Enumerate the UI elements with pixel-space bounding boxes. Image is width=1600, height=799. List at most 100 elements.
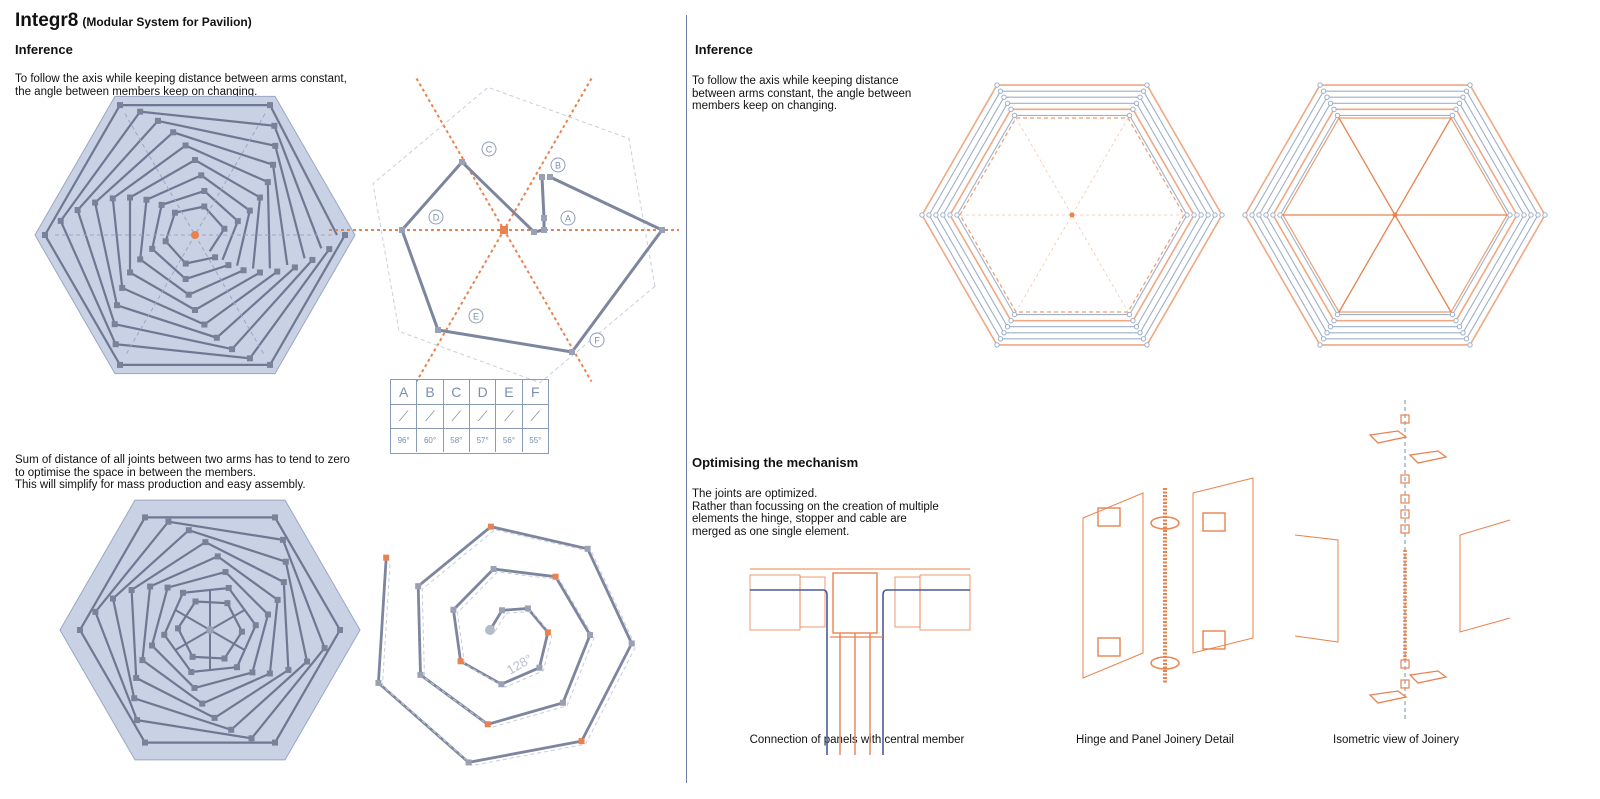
joint-node bbox=[179, 589, 186, 596]
joint-node bbox=[465, 759, 472, 766]
joint-node bbox=[417, 671, 424, 678]
joint-node bbox=[304, 658, 311, 665]
joinery-part bbox=[1400, 659, 1410, 669]
joint-node bbox=[272, 514, 278, 521]
joint-label: F bbox=[594, 336, 600, 346]
joint-node bbox=[246, 207, 253, 214]
joint-label-circle bbox=[481, 141, 497, 157]
ring-node bbox=[1324, 330, 1330, 336]
joint-angle-table: A B C D E F ⟋ ⟋ ⟋ ⟋ ⟋ ⟋ 96° 60° 58° 57° … bbox=[390, 379, 549, 454]
joint-node bbox=[201, 203, 208, 210]
joinery-part bbox=[1400, 524, 1410, 534]
joint-node bbox=[659, 227, 665, 233]
joint-node bbox=[415, 583, 422, 590]
ring-node bbox=[1263, 212, 1269, 218]
table-angle: 60° bbox=[417, 428, 444, 453]
joint-node bbox=[170, 129, 177, 136]
joint-node bbox=[109, 195, 116, 202]
caption-connection: Connection of panels with central member bbox=[749, 734, 965, 746]
ring-node bbox=[1205, 212, 1211, 218]
ring-node bbox=[1542, 212, 1548, 218]
joint-node bbox=[498, 681, 505, 688]
ring-node bbox=[1001, 94, 1007, 100]
joint-node bbox=[383, 554, 390, 561]
table-angle: 58° bbox=[443, 428, 470, 453]
joint-label: A bbox=[565, 214, 571, 224]
page-title: Integr8(Modular System for Pavilion) bbox=[15, 10, 252, 31]
isometric-joinery-drawing bbox=[1294, 400, 1511, 720]
ring-node bbox=[997, 88, 1004, 94]
ring-node bbox=[933, 212, 939, 218]
joinery-part bbox=[1400, 494, 1410, 504]
joint-node bbox=[127, 194, 134, 201]
joint-node bbox=[189, 653, 196, 660]
joint-node bbox=[142, 514, 148, 521]
joint-node bbox=[225, 262, 232, 269]
ring-node bbox=[1130, 106, 1136, 113]
joint-node bbox=[147, 583, 154, 590]
joint-node bbox=[524, 605, 531, 612]
ring-node bbox=[954, 212, 960, 218]
joint-node bbox=[224, 600, 231, 607]
joint-node bbox=[234, 218, 241, 225]
joint-node bbox=[280, 536, 287, 543]
joint-node bbox=[164, 584, 171, 591]
ring-node bbox=[1219, 212, 1225, 218]
ring-node bbox=[1011, 311, 1018, 318]
table-angle: 56° bbox=[496, 428, 523, 453]
joint-node bbox=[578, 738, 585, 745]
joint-node bbox=[162, 238, 169, 245]
ring-node bbox=[1528, 212, 1534, 218]
joint-node bbox=[229, 346, 236, 353]
ring-node bbox=[1449, 311, 1456, 318]
joint-node bbox=[274, 596, 281, 603]
ring-node bbox=[1456, 324, 1463, 330]
center-node bbox=[485, 625, 495, 635]
ring-node bbox=[1184, 212, 1190, 218]
hinge-leaf bbox=[1368, 430, 1408, 444]
joint-node bbox=[214, 553, 221, 560]
joint-node bbox=[185, 527, 192, 534]
table-label: D bbox=[470, 380, 497, 405]
ring-node bbox=[997, 336, 1004, 342]
ring-node bbox=[1521, 212, 1527, 218]
right-heading: Inference bbox=[695, 42, 753, 57]
ring-node bbox=[1270, 212, 1276, 218]
joint-node bbox=[175, 625, 182, 632]
joint-node bbox=[161, 631, 168, 638]
ring-node bbox=[1126, 311, 1133, 318]
joint-node bbox=[274, 268, 281, 275]
ring-node bbox=[1004, 100, 1011, 106]
ring-node bbox=[919, 212, 925, 218]
joint-node bbox=[182, 260, 189, 267]
right-text-1: To follow the axis while keeping distanc… bbox=[692, 75, 912, 112]
table-angle: 55° bbox=[522, 428, 548, 452]
joint-node bbox=[552, 573, 559, 580]
left-text-1: To follow the axis while keeping distanc… bbox=[15, 73, 347, 98]
ring-node bbox=[1334, 112, 1341, 119]
ring-node bbox=[1324, 94, 1330, 100]
joint-node bbox=[92, 199, 99, 206]
ring-node bbox=[1320, 88, 1327, 94]
ring-node bbox=[1140, 88, 1147, 94]
ring-node bbox=[994, 342, 1000, 348]
hinge-leaf bbox=[1368, 690, 1408, 704]
bracket-top-right bbox=[1202, 512, 1226, 532]
joint-node bbox=[127, 269, 134, 276]
joint-node bbox=[154, 117, 161, 124]
joint-node bbox=[536, 664, 543, 671]
joint-node bbox=[264, 611, 271, 618]
bracket-bottom-left bbox=[1097, 637, 1121, 657]
joint-node bbox=[149, 245, 156, 252]
joint-node bbox=[202, 539, 209, 546]
radial-line bbox=[1015, 117, 1129, 313]
central-member bbox=[832, 572, 878, 634]
ring-node bbox=[1198, 212, 1204, 218]
ring-node bbox=[1327, 100, 1334, 106]
ring-node bbox=[994, 82, 1000, 88]
joint-label-circle bbox=[589, 332, 605, 348]
joint-node bbox=[267, 361, 273, 368]
ring-node bbox=[1317, 342, 1323, 348]
joint-node bbox=[119, 284, 126, 291]
